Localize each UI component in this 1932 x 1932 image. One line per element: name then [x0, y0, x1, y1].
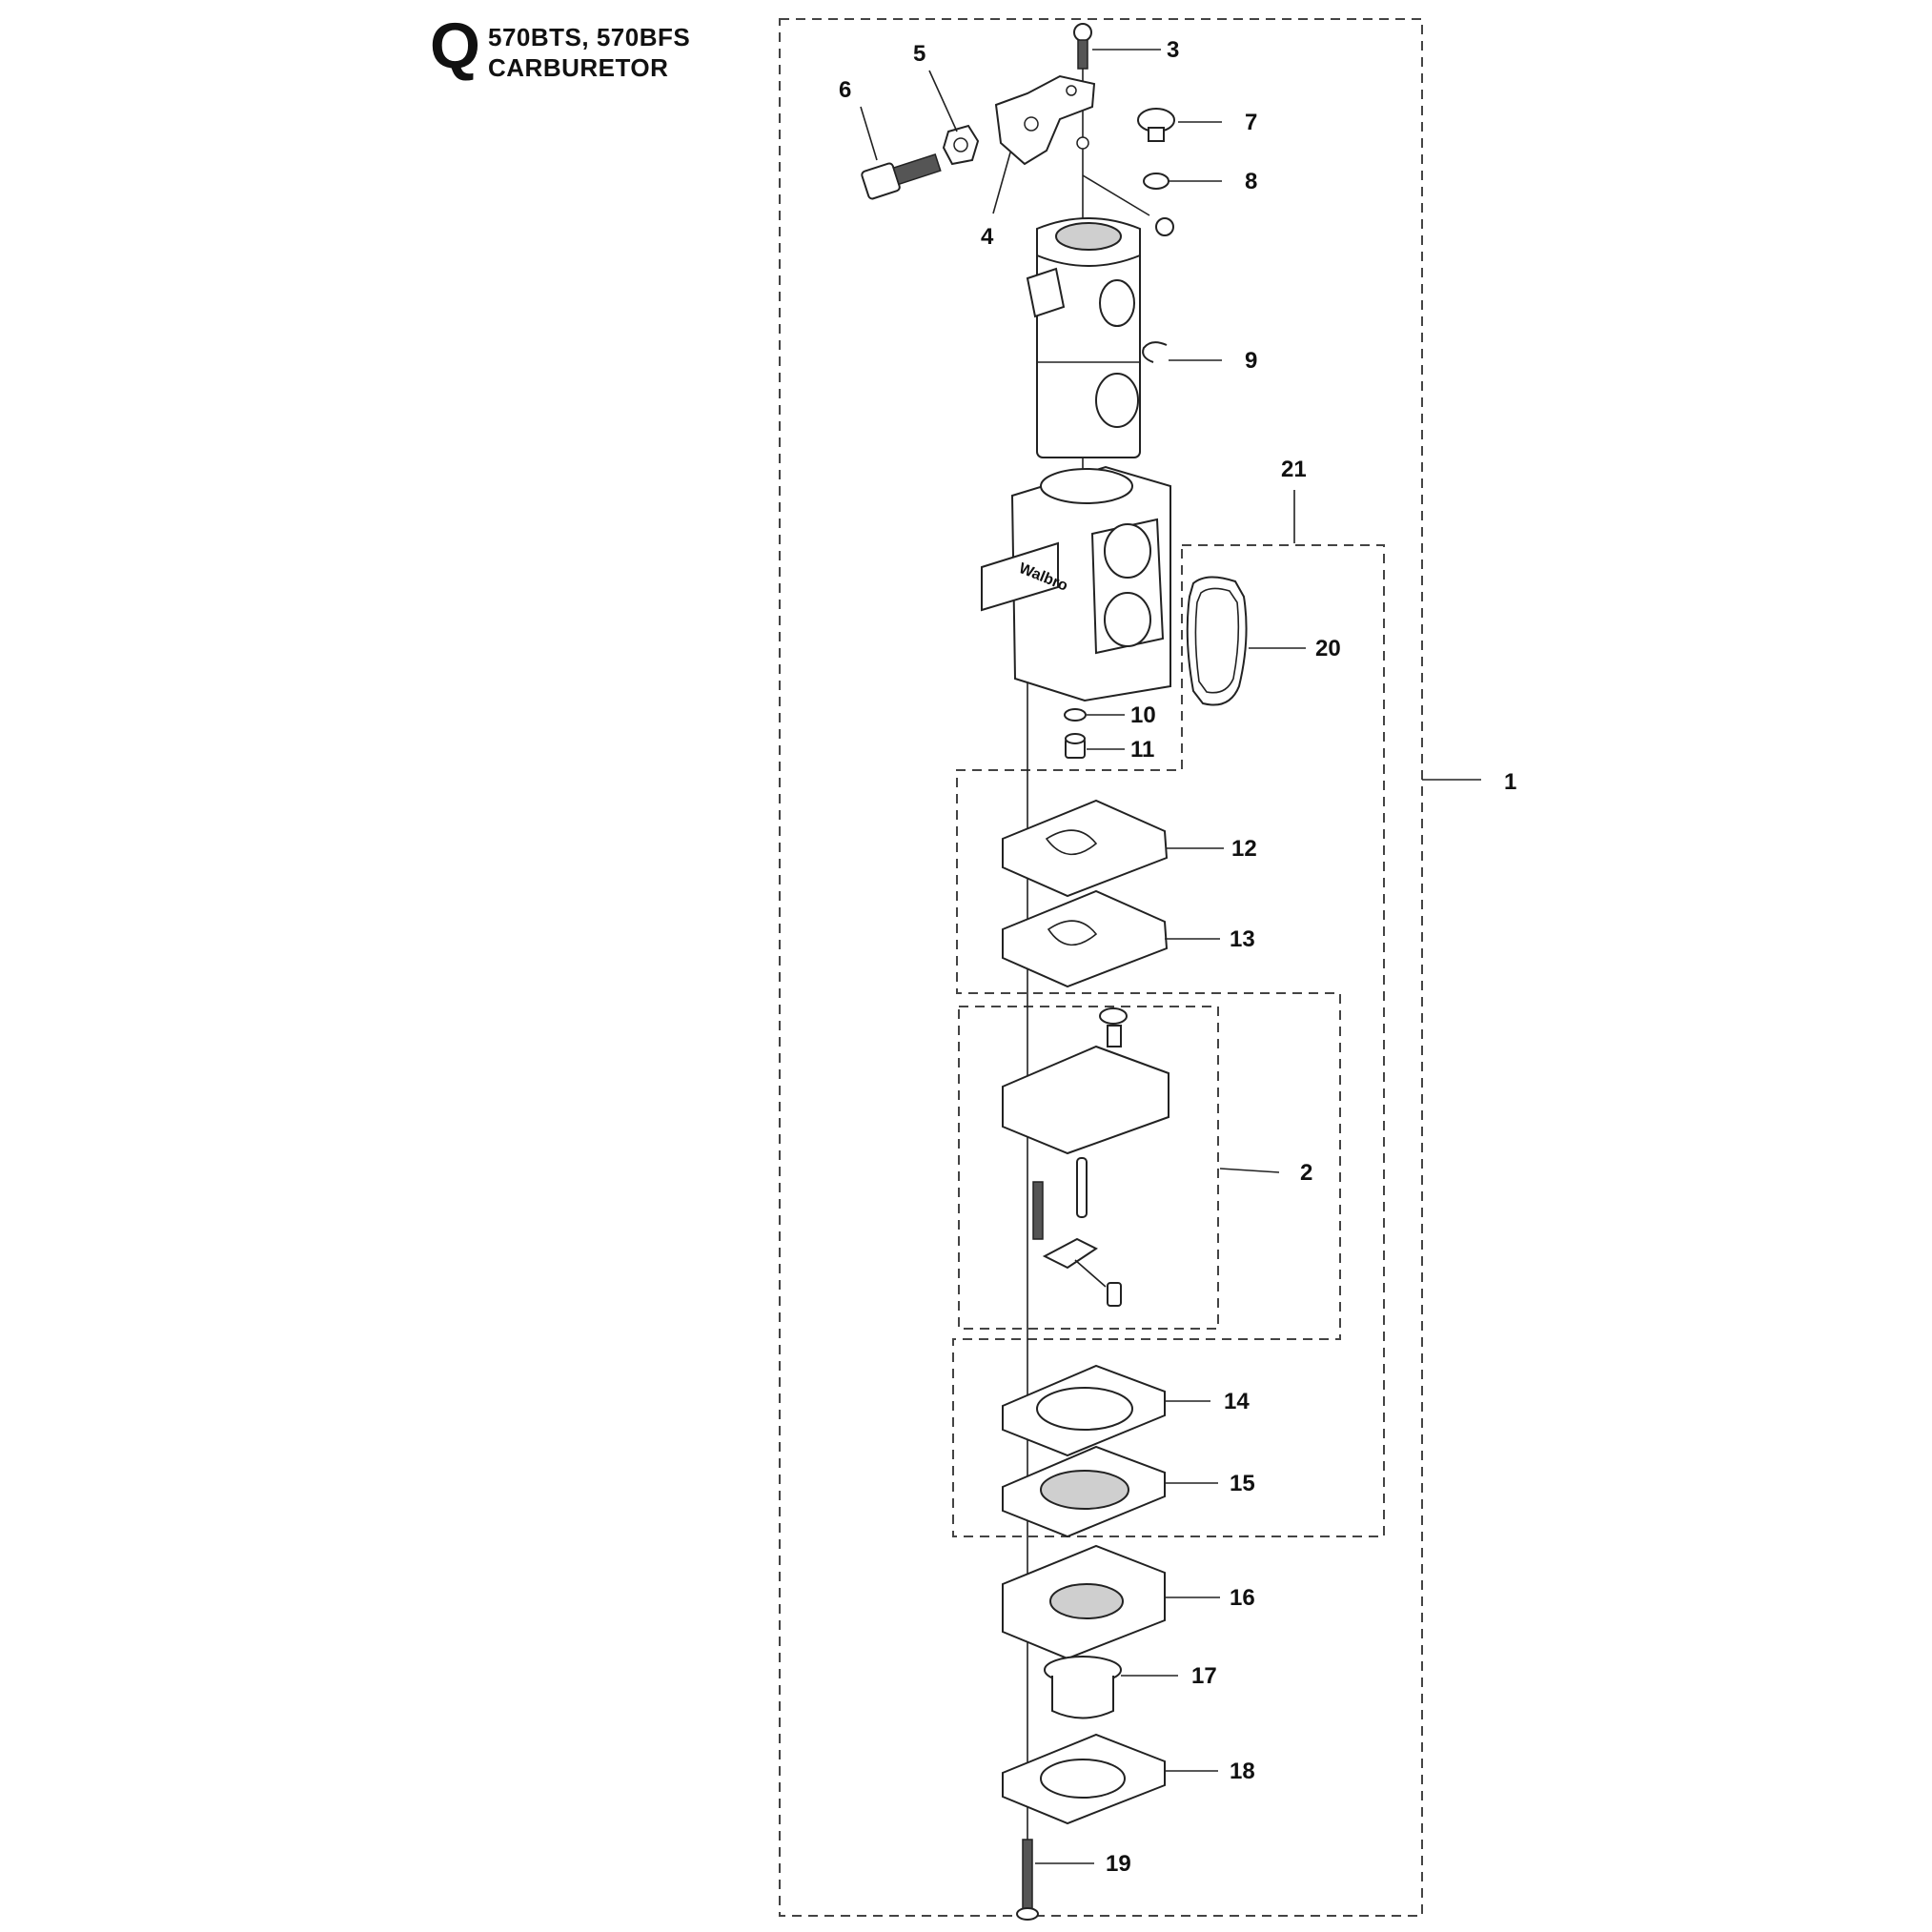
callout-11: 11 — [1130, 737, 1154, 763]
part-8-washer — [1143, 173, 1169, 190]
part-17-primer-bulb — [1044, 1656, 1122, 1719]
part-12-gasket — [1002, 799, 1169, 898]
callout-21: 21 — [1281, 457, 1307, 482]
callout-3: 3 — [1167, 37, 1179, 63]
part-13-gasket — [1002, 889, 1169, 988]
part-9-clip — [1142, 341, 1168, 363]
callout-16: 16 — [1230, 1585, 1255, 1611]
part-11-plug — [1065, 733, 1086, 759]
callout-9: 9 — [1245, 348, 1257, 374]
callout-12: 12 — [1231, 836, 1257, 862]
callout-1: 1 — [1504, 769, 1516, 795]
callout-15: 15 — [1230, 1471, 1255, 1496]
callout-8: 8 — [1245, 169, 1257, 194]
carburetor-body: Walbro — [981, 465, 1171, 702]
callout-10: 10 — [1130, 702, 1156, 728]
callout-13: 13 — [1230, 926, 1255, 952]
kit-boundary-21 — [952, 544, 1385, 1537]
part-4-lever — [994, 74, 1096, 166]
diagram-title: CARBURETOR — [488, 53, 669, 82]
section-letter: Q — [430, 10, 480, 82]
callout-7: 7 — [1245, 110, 1257, 135]
callout-6: 6 — [839, 77, 851, 103]
callout-17: 17 — [1191, 1663, 1217, 1689]
callout-18: 18 — [1230, 1759, 1255, 1784]
part-19-screw — [1016, 1839, 1039, 1921]
model-numbers: 570BTS, 570BFS — [488, 23, 691, 51]
part-20-gasket — [1186, 576, 1248, 706]
callout-20: 20 — [1315, 636, 1341, 661]
part-3-screw — [1073, 23, 1092, 70]
part-10-oring — [1064, 708, 1087, 722]
part-7-screw — [1137, 108, 1175, 142]
part-6-adjusting-screw — [861, 153, 942, 200]
part-2-metering-assembly — [1002, 1007, 1169, 1307]
subassembly-boundary-2 — [958, 1006, 1219, 1330]
assembly-boundary-1 — [779, 18, 1423, 1917]
part-5-nut — [942, 124, 980, 166]
callout-19: 19 — [1106, 1851, 1131, 1877]
callout-4: 4 — [981, 224, 994, 250]
callout-labels: 1 2 3 4 5 6 7 8 9 10 11 12 13 14 15 16 1… — [839, 37, 1516, 1877]
callout-5: 5 — [913, 41, 925, 67]
leader-lines — [860, 49, 1481, 1864]
callout-2: 2 — [1300, 1160, 1312, 1186]
throttle-barrel — [1026, 217, 1174, 458]
callout-14: 14 — [1224, 1389, 1250, 1414]
